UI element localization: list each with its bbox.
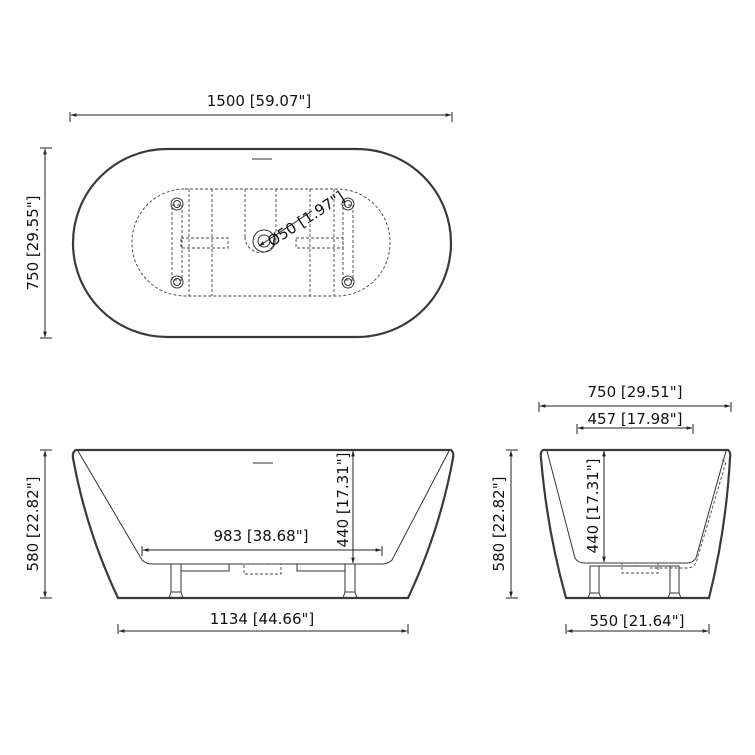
- end-height-label: 580 [22.82"]: [490, 477, 508, 572]
- leg-pads: [170, 197, 355, 289]
- top-width-dimension: 750 [29.55"]: [24, 147, 52, 339]
- top-width-label: 750 [29.55"]: [24, 196, 42, 291]
- end-base-width-label: 550 [21.64"]: [590, 612, 685, 630]
- leg-supports: [587, 562, 682, 599]
- side-depth-label: 440 [17.31"]: [334, 453, 352, 548]
- tub-outline-side: [71, 448, 455, 600]
- drain-icon: Ø50 [1.97"]: [252, 188, 348, 253]
- tub-outline-end: [539, 448, 732, 600]
- end-top-width-label: 750 [29.51"]: [588, 383, 683, 401]
- top-length-label: 1500 [59.07"]: [207, 92, 312, 110]
- top-view: 1500 [59.07"] 750 [29.55"]: [24, 92, 453, 339]
- top-length-dimension: 1500 [59.07"]: [69, 92, 453, 122]
- drain-diameter-label: Ø50 [1.97"]: [264, 188, 347, 251]
- tub-outline-top: [71, 147, 453, 339]
- leg-supports: [168, 563, 358, 599]
- end-depth-label: 440 [17.31"]: [584, 459, 602, 554]
- side-height-dimension: 580 [22.82"]: [24, 449, 52, 599]
- end-view: 750 [29.51"] 457 [17.98"] 580 [22.82"] 4…: [490, 383, 732, 634]
- side-height-label: 580 [22.82"]: [24, 477, 42, 572]
- inner-bottom-outline: [131, 188, 391, 297]
- side-view: 580 [22.82"] 440 [17.31"] 983 [38.68"] 1…: [24, 448, 455, 634]
- end-inner-bottom-label: 457 [17.98"]: [588, 410, 683, 428]
- side-inner-bottom-label: 983 [38.68"]: [214, 527, 309, 545]
- side-base-length-label: 1134 [44.66"]: [210, 610, 315, 628]
